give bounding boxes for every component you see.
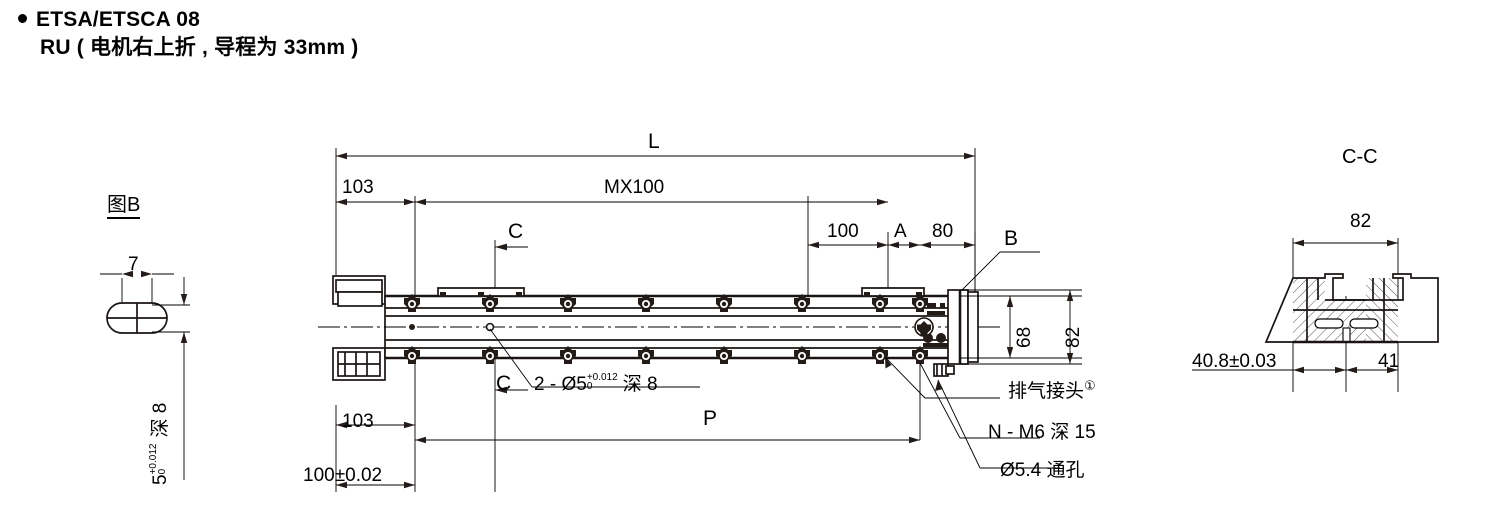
section-cc-title: C-C bbox=[1342, 146, 1378, 168]
height-outer-dim: 82 bbox=[1063, 326, 1084, 348]
right-pitch-dim: 100 bbox=[827, 221, 859, 242]
section-mark-c-bottom: C bbox=[496, 372, 512, 395]
callout-b-label: B bbox=[1004, 227, 1019, 250]
detail-view-b-drawing bbox=[0, 0, 300, 522]
detail-b-depth-value: 5 bbox=[150, 474, 171, 485]
bottom-p-label: P bbox=[703, 407, 718, 430]
left-offset-bottom-dim: 103 bbox=[342, 411, 374, 432]
note-exhaust-text: 排气接头 bbox=[1008, 381, 1085, 402]
segment-a-dim: A bbox=[894, 221, 907, 242]
height-inner-dim: 68 bbox=[1014, 326, 1035, 348]
section-cc-right-dim: 41 bbox=[1378, 351, 1400, 372]
section-cc-left-dim: 40.8±0.03 bbox=[1192, 351, 1277, 372]
detail-b-depth-suffix: 深 8 bbox=[150, 402, 171, 438]
title-line-2: RU ( 电机右上折 , 导程为 33mm ) bbox=[40, 36, 359, 59]
hole-note-text: 2 - Ø5 bbox=[534, 374, 587, 395]
section-cc-drawing bbox=[1160, 0, 1506, 522]
title-line-1: ETSA/ETSCA 08 bbox=[18, 6, 718, 34]
main-view-drawing bbox=[300, 0, 1160, 522]
section-cc-width-dim: 82 bbox=[1350, 211, 1372, 232]
bottom-tolerance-dim: 100±0.02 bbox=[303, 465, 383, 486]
section-mark-c-top: C bbox=[508, 220, 524, 243]
detail-b-width-dim: 7 bbox=[128, 254, 139, 275]
detail-view-b-title: 图B bbox=[107, 195, 141, 219]
note-exhaust-superscript: ① bbox=[1084, 378, 1096, 393]
note-exhaust: 排气接头① bbox=[1008, 379, 1096, 402]
title-model: ETSA/ETSCA 08 bbox=[36, 8, 201, 31]
title-block: ETSA/ETSCA 08 RU ( 电机右上折 , 导程为 33mm ) bbox=[18, 6, 718, 62]
segment-80-dim: 80 bbox=[932, 221, 954, 242]
overall-length-label: L bbox=[648, 130, 660, 153]
note-through-hole: Ø5.4 通孔 bbox=[1000, 460, 1085, 481]
bullet-icon bbox=[18, 14, 27, 24]
left-offset-top-dim: 103 bbox=[342, 177, 374, 198]
hole-note-suffix: 深 8 bbox=[622, 374, 658, 395]
pitch-dim: MX100 bbox=[604, 177, 665, 198]
note-thread: N - M6 深 15 bbox=[988, 422, 1096, 443]
